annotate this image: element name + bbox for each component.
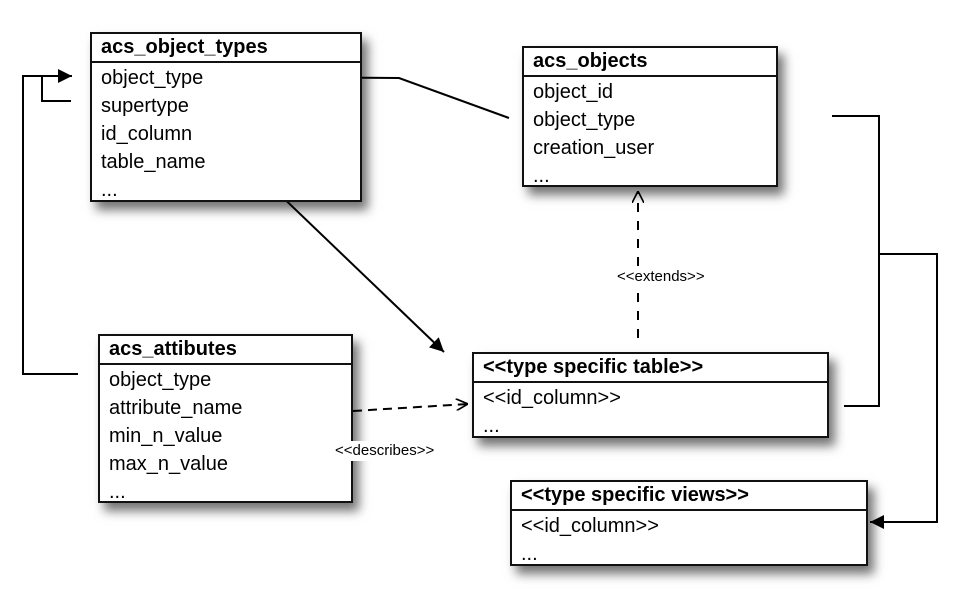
field-supertype: supertype [101,95,189,117]
field-table-name: table_name [101,151,206,173]
entity-type-specific-views[interactable]: <<type specific views>> <<id_column>> ..… [510,480,868,566]
entity-fields: object_type supertype id_column table_na… [92,63,360,204]
entity-fields: <<id_column>> ... [512,511,866,568]
field-object-type: object_type [101,67,204,89]
field-id-column: id_column [101,123,193,145]
field-object-type: object_type [109,369,212,391]
field-attribute-name: attribute_name [109,397,243,419]
bracket-to-type-views-connector [870,253,938,529]
entity-acs-object-types[interactable]: acs_object_types object_type supertype i… [90,32,362,202]
describes-connector [352,404,468,412]
entity-title: <<type specific views>> [512,482,866,511]
field-min-n-value: min_n_value [109,425,223,447]
field-ellipsis: ... [521,543,538,565]
entity-title: <<type specific table>> [474,354,827,383]
field-object-id: object_id [533,81,614,103]
entity-title: acs_object_types [92,34,360,63]
extends-label: <<extends>> [617,268,705,286]
attributes-to-object-types-connector [22,75,78,375]
entity-fields: <<id_column>> ... [474,383,827,440]
entity-fields: object_id object_type creation_user ... [524,77,776,190]
entity-type-specific-table[interactable]: <<type specific table>> <<id_column>> ..… [472,352,829,438]
field-object-type: object_type [533,109,636,131]
field-ellipsis: ... [109,481,126,503]
describes-label: <<describes>> [333,441,447,461]
objects-bracket-connector [832,115,880,407]
entity-fields: object_type attribute_name min_n_value m… [100,365,351,506]
field-ellipsis: ... [533,165,550,187]
entity-acs-attributes[interactable]: acs_attibutes object_type attribute_name… [98,334,353,503]
entity-title: acs_objects [524,48,776,77]
supertype-self-reference-connector [41,69,72,102]
field-max-n-value: max_n_value [109,453,228,475]
field-ellipsis: ... [483,415,500,437]
field-ellipsis: ... [101,179,118,201]
field-id-column: <<id_column>> [521,515,659,537]
entity-title: acs_attibutes [100,336,351,365]
field-creation-user: creation_user [533,137,655,159]
field-id-column: <<id_column>> [483,387,621,409]
entity-acs-objects[interactable]: acs_objects object_id object_type creati… [522,46,778,187]
